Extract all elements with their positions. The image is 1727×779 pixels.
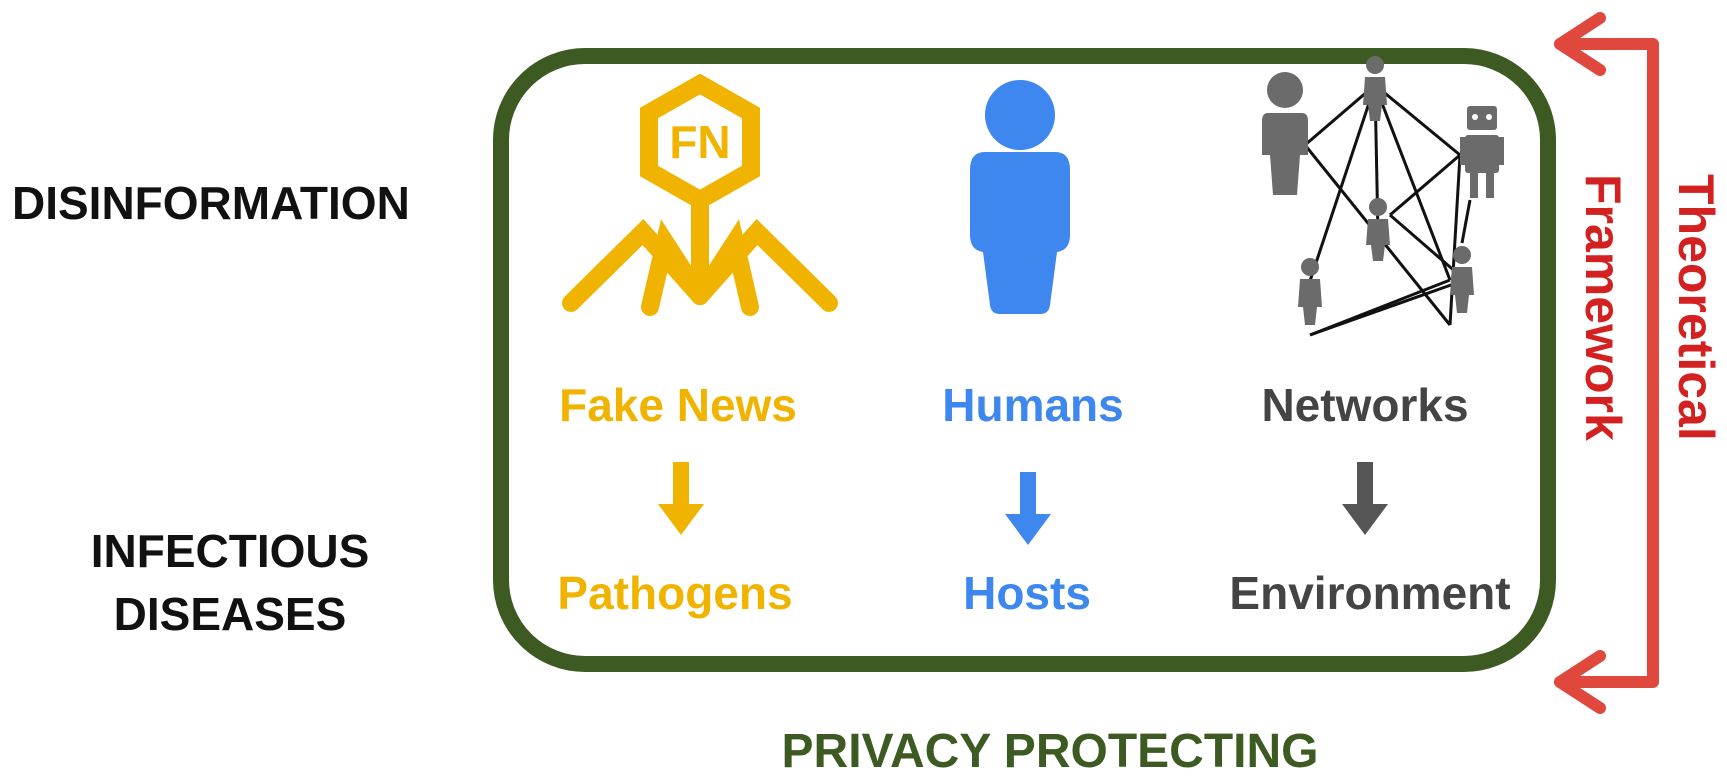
fake-news-label: Fake News <box>559 379 797 431</box>
bracket-arrow-icon <box>1554 12 1659 714</box>
hosts-label: Hosts <box>963 567 1091 619</box>
model-frame <box>493 48 1556 672</box>
fake-news-arrow-icon <box>658 462 704 535</box>
networks-arrow-icon <box>1342 462 1388 535</box>
person-icon <box>970 80 1070 314</box>
environment-label: Environment <box>1229 567 1511 619</box>
infectious-line-1: INFECTIOUS <box>90 525 370 577</box>
infectious-line-2: DISEASES <box>113 588 347 641</box>
privacy-protecting-label: PRIVACY PROTECTING <box>781 725 1319 778</box>
theoretical-label: Theoretical <box>1668 174 1724 441</box>
virus-icon-text: FN <box>669 116 730 168</box>
network-icon <box>1262 56 1504 337</box>
humans-label: Humans <box>942 379 1124 431</box>
humans-arrow-icon <box>1005 472 1051 545</box>
disinformation-label: DISINFORMATION <box>12 177 410 229</box>
infectious-diseases-label: INFECTIOUS DISEASES <box>80 520 380 647</box>
framework-label: Framework <box>1575 174 1631 441</box>
networks-label: Networks <box>1261 379 1469 431</box>
pathogens-label: Pathogens <box>557 567 793 619</box>
virus-icon: FN <box>562 74 838 316</box>
